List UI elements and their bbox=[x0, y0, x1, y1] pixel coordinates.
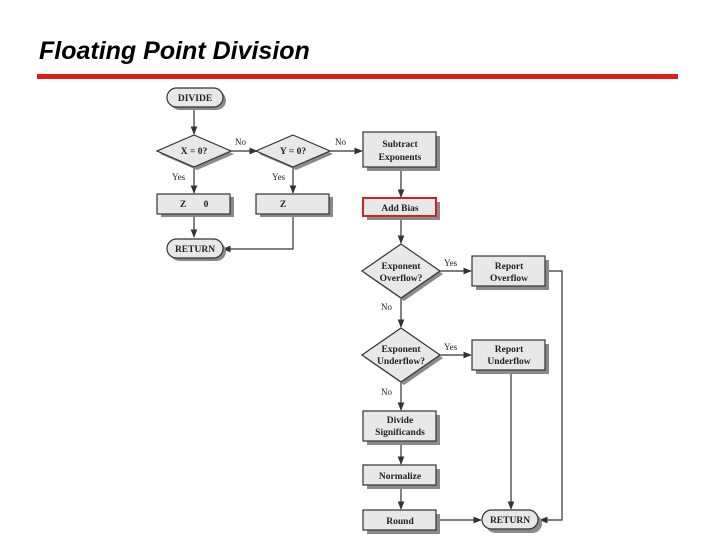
return-terminal-right: RETURN bbox=[481, 509, 542, 533]
normalize-label: Normalize bbox=[379, 472, 421, 482]
overflow-label-1: Exponent bbox=[381, 262, 421, 272]
normalize-box: Normalize bbox=[362, 464, 440, 489]
exponent-overflow-decision: Exponent Overflow? bbox=[360, 243, 443, 301]
overflow-label-2: Overflow? bbox=[380, 274, 423, 284]
round-label: Round bbox=[386, 517, 414, 527]
round-box: Round bbox=[362, 509, 440, 534]
x-zero-decision: X = 0? bbox=[155, 134, 234, 170]
edge-label-yes-4: Yes bbox=[444, 342, 458, 352]
underflow-label-2: Underflow? bbox=[377, 357, 425, 367]
edge-zinf-return bbox=[222, 213, 294, 253]
subtract-exponents-box: Subtract Exponents bbox=[362, 131, 440, 171]
subtract-label-1: Subtract bbox=[382, 140, 418, 150]
report-overflow-label-1: Report bbox=[495, 262, 524, 272]
add-bias-label: Add Bias bbox=[381, 204, 419, 214]
edge-label-yes-3: Yes bbox=[444, 258, 458, 268]
slide-title: Floating Point Division bbox=[39, 37, 310, 65]
z-infinity-box: Z bbox=[255, 193, 333, 217]
return-terminal-left: RETURN bbox=[166, 238, 226, 261]
edge-label-yes-1: Yes bbox=[172, 172, 186, 182]
report-overflow-box: Report Overflow bbox=[471, 255, 549, 290]
return-right-label: RETURN bbox=[490, 516, 530, 526]
z-zero-box: Z 0 bbox=[156, 193, 234, 217]
report-underflow-label-1: Report bbox=[495, 345, 524, 355]
z-infinity-label: Z bbox=[280, 200, 286, 210]
subtract-label-2: Exponents bbox=[379, 153, 422, 163]
edge-overflow-return bbox=[539, 270, 563, 524]
connectors bbox=[190, 108, 563, 524]
divide-significands-box: Divide Significands bbox=[362, 410, 440, 445]
exponent-underflow-decision: Exponent Underflow? bbox=[360, 327, 443, 385]
x-zero-label: X = 0? bbox=[181, 147, 208, 157]
report-underflow-label-2: Underflow bbox=[487, 357, 530, 367]
divide-significands-label-1: Divide bbox=[387, 416, 413, 426]
add-bias-box: Add Bias bbox=[362, 197, 440, 220]
y-zero-decision: Y = 0? bbox=[254, 134, 333, 170]
edge-label-yes-2: Yes bbox=[272, 172, 286, 182]
return-left-label: RETURN bbox=[175, 245, 215, 255]
edge-label-no-1: No bbox=[235, 137, 246, 147]
z-zero-label-z: Z bbox=[180, 200, 186, 210]
edge-label-no-3: No bbox=[381, 302, 392, 312]
underflow-label-1: Exponent bbox=[381, 345, 421, 355]
edge-label-no-4: No bbox=[381, 387, 392, 397]
report-overflow-label-2: Overflow bbox=[490, 274, 528, 284]
divide-terminal: DIVIDE bbox=[166, 87, 226, 110]
title-rule bbox=[37, 74, 678, 79]
divide-significands-label-2: Significands bbox=[375, 428, 425, 438]
divide-label: DIVIDE bbox=[178, 94, 212, 104]
report-underflow-box: Report Underflow bbox=[471, 339, 549, 374]
z-zero-label-value: 0 bbox=[204, 200, 209, 210]
y-zero-label: Y = 0? bbox=[280, 147, 306, 157]
edge-label-no-2: No bbox=[335, 137, 346, 147]
